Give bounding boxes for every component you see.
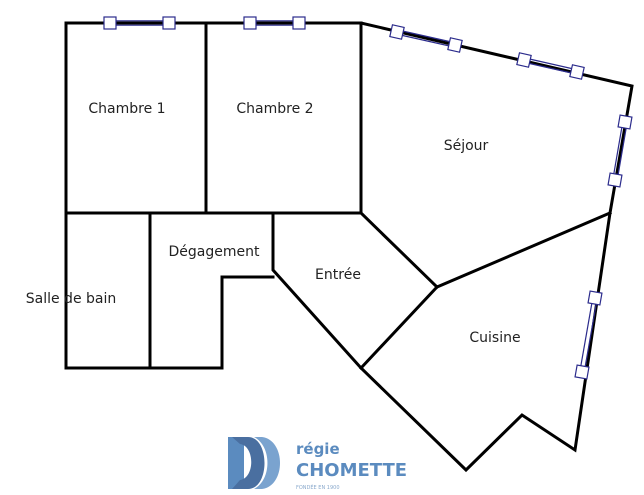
window-5-end-2	[607, 172, 623, 188]
window-3-end-2	[447, 37, 463, 53]
left-lower-wall	[64, 21, 275, 370]
logo-mark-icon	[228, 437, 280, 489]
room-label-chambre-2: Chambre 2	[236, 101, 313, 117]
window-4-frame	[524, 57, 578, 71]
window-5-end-1	[617, 114, 633, 130]
logo-line-2: CHOMETTE	[296, 460, 407, 481]
walls	[64, 21, 634, 473]
window-2-end-2	[292, 16, 306, 30]
window-1-end-2	[162, 16, 176, 30]
window-6-frame	[579, 297, 594, 372]
window-4-frame	[523, 61, 577, 75]
outer-wall	[64, 21, 634, 473]
window-3-frame	[396, 33, 455, 48]
window-5-frame	[616, 122, 628, 181]
window-4-end-2	[569, 64, 585, 80]
window-4-end-1	[516, 52, 532, 68]
room-label-chambre-1: Chambre 1	[88, 101, 165, 117]
window-3-end-1	[389, 24, 405, 40]
window-3-frame	[397, 29, 456, 44]
window-5-frame	[612, 121, 624, 180]
logo-tagline: FONDÉE EN 1900	[296, 483, 340, 491]
room-label-sejour: Séjour	[444, 138, 489, 154]
room-label-degagement: Dégagement	[169, 244, 260, 260]
room-label-cuisine: Cuisine	[469, 330, 520, 346]
window-6-frame	[583, 298, 598, 373]
windows	[103, 16, 633, 380]
window-2-end-1	[243, 16, 257, 30]
wall-entree-cuisine	[358, 284, 440, 371]
wall-sejour-cuisine	[435, 211, 612, 289]
regie-chomette-logo: régie CHOMETTE FONDÉE EN 1900	[228, 437, 407, 491]
window-1-end-1	[103, 16, 117, 30]
wall-entree-sejour	[358, 210, 440, 290]
room-label-salle-de-bain: Salle de bain	[26, 291, 117, 307]
window-6-end-1	[587, 290, 603, 306]
window-6-end-2	[574, 364, 590, 380]
room-label-entree: Entrée	[315, 267, 361, 283]
logo-line-1: régie	[296, 440, 340, 458]
